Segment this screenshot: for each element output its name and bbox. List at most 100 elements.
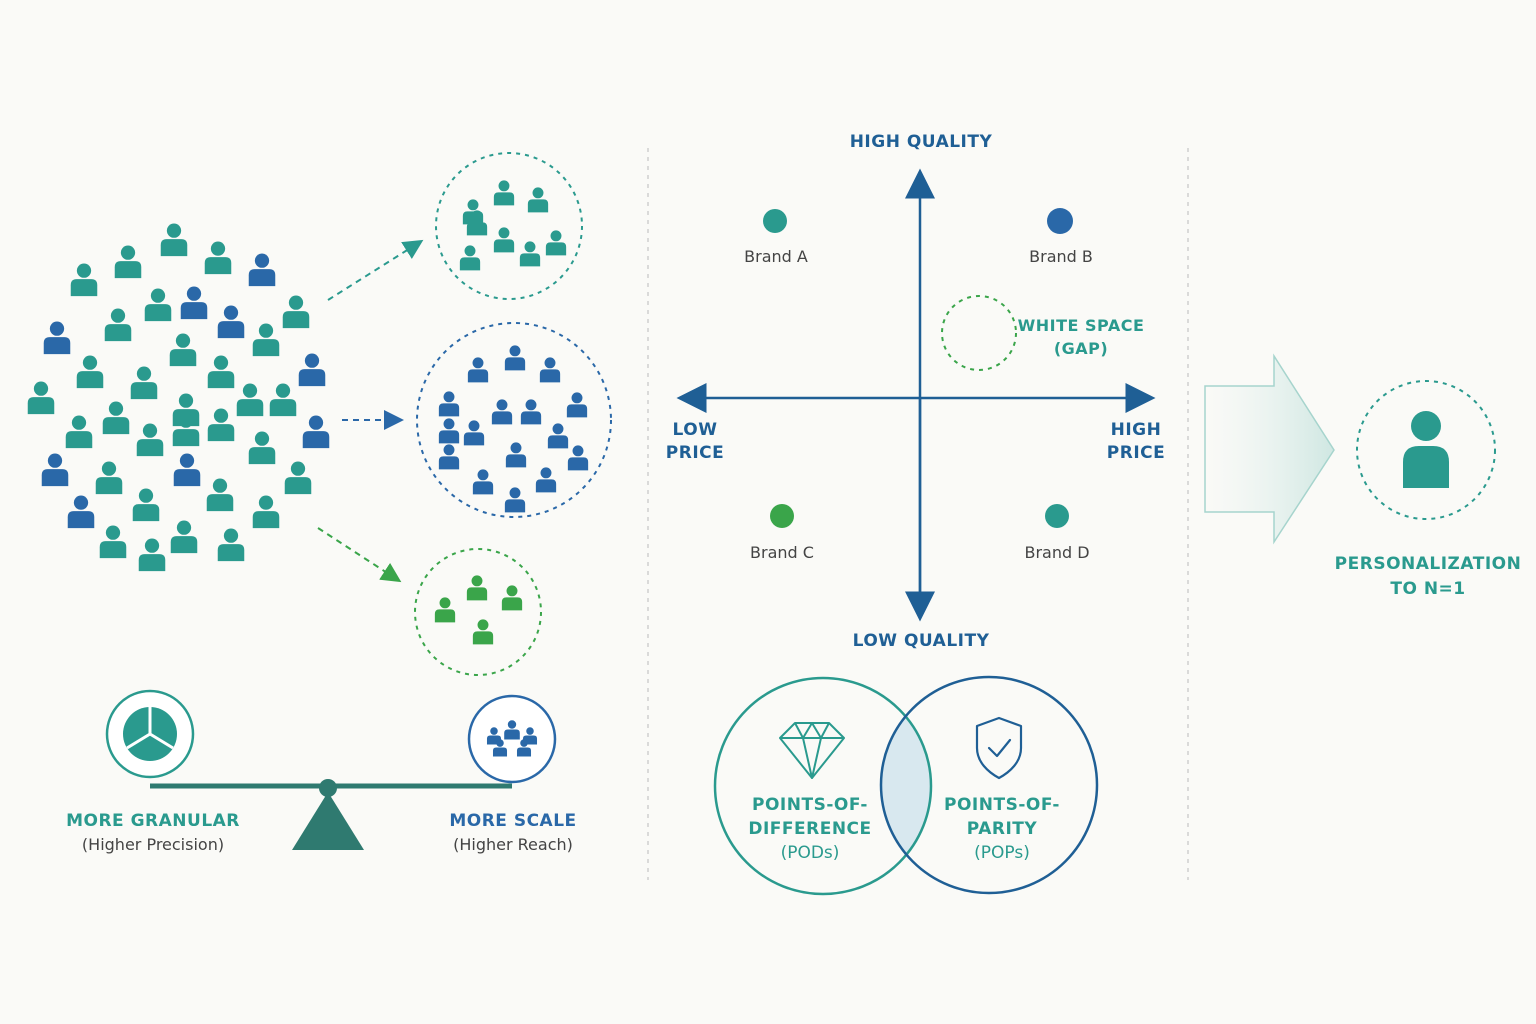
teal-person-icon bbox=[466, 210, 488, 236]
green-segment bbox=[414, 548, 542, 676]
teal-person-icon bbox=[459, 245, 481, 271]
crowd-person-icon bbox=[67, 495, 95, 529]
crowd-person-icon bbox=[298, 353, 326, 387]
venn-pods-circle bbox=[713, 676, 933, 896]
crowd-person-icon bbox=[252, 495, 280, 529]
crowd-person-icon bbox=[217, 305, 245, 339]
blue-person-icon bbox=[472, 469, 494, 495]
teal-person-icon bbox=[493, 180, 515, 206]
blue-person-icon bbox=[567, 445, 589, 471]
brand-a-label: Brand A bbox=[744, 247, 808, 266]
teal-person-icon bbox=[493, 227, 515, 253]
crowd-person-icon bbox=[248, 253, 276, 287]
axis-high-price-line1: HIGH bbox=[1111, 420, 1162, 440]
arrow-to-teal-segment bbox=[327, 239, 424, 301]
teal-person-icon bbox=[519, 241, 541, 267]
scale-fulcrum bbox=[292, 792, 364, 850]
crowd-person-icon bbox=[252, 323, 280, 357]
personalization-circle bbox=[1356, 380, 1496, 520]
crowd-person-icon bbox=[173, 453, 201, 487]
blue-person-icon bbox=[505, 442, 527, 468]
pods-line3: (PODs) bbox=[781, 843, 840, 863]
pops-line3: (POPs) bbox=[974, 843, 1030, 863]
crowd-person-icon bbox=[169, 333, 197, 367]
crowd-person-icon bbox=[207, 355, 235, 389]
white-space-label: WHITE SPACE bbox=[1018, 316, 1145, 335]
crowd-person-icon bbox=[43, 321, 71, 355]
crowd-person-icon bbox=[95, 461, 123, 495]
blue-person-icon bbox=[566, 392, 588, 418]
more-scale-subtitle: (Higher Reach) bbox=[453, 835, 573, 854]
crowd-person-icon bbox=[160, 223, 188, 257]
crowd-person-icon bbox=[282, 295, 310, 329]
crowd-person-icon bbox=[136, 423, 164, 457]
teal-person-icon bbox=[545, 230, 567, 256]
brand-d-label: Brand D bbox=[1024, 543, 1089, 562]
pops-line1: POINTS-OF- bbox=[944, 795, 1060, 815]
group-icon bbox=[467, 694, 557, 784]
blue-person-icon bbox=[491, 399, 513, 425]
person-icon bbox=[1403, 411, 1449, 488]
white-space-marker bbox=[941, 295, 1017, 371]
teal-person-icon bbox=[527, 187, 549, 213]
blue-person-icon bbox=[547, 423, 569, 449]
green-person-icon bbox=[434, 597, 456, 623]
pie-chart-icon bbox=[105, 689, 195, 779]
blue-person-icon bbox=[539, 357, 561, 383]
crowd-person-icon bbox=[114, 245, 142, 279]
crowd-person-icon bbox=[27, 381, 55, 415]
pods-line1: POINTS-OF- bbox=[752, 795, 868, 815]
group-person-icon bbox=[504, 720, 520, 740]
green-person-icon bbox=[501, 585, 523, 611]
pods-pops-venn: POINTS-OF- DIFFERENCE (PODs) POINTS-OF- … bbox=[713, 675, 1099, 896]
brand-b-dot bbox=[1047, 208, 1073, 234]
crowd-person-icon bbox=[132, 488, 160, 522]
blue-person-icon bbox=[438, 391, 460, 417]
pops-line2: PARITY bbox=[967, 819, 1038, 839]
crowd-person-icon bbox=[170, 520, 198, 554]
more-granular-title: MORE GRANULAR bbox=[66, 811, 240, 831]
crowd-person-icon bbox=[102, 401, 130, 435]
scale-pivot bbox=[319, 779, 337, 797]
crowd-person-icon bbox=[65, 415, 93, 449]
crowd-person-icon bbox=[269, 383, 297, 417]
blue-person-icon bbox=[438, 444, 460, 470]
axis-low-quality: LOW QUALITY bbox=[853, 631, 990, 651]
blue-person-icon bbox=[520, 399, 542, 425]
crowd-person-icon bbox=[130, 366, 158, 400]
crowd-person-icon bbox=[217, 528, 245, 562]
blue-person-icon bbox=[535, 467, 557, 493]
personalization-n1: PERSONALIZATION TO N=1 bbox=[1335, 380, 1521, 599]
crowd-person-icon bbox=[70, 263, 98, 297]
blue-person-icon bbox=[504, 487, 526, 513]
group-person-icon bbox=[516, 739, 532, 757]
crowd-person-icon bbox=[99, 525, 127, 559]
crowd-person-icon bbox=[204, 241, 232, 275]
arrow-to-green-segment bbox=[317, 527, 402, 583]
more-scale-title: MORE SCALE bbox=[449, 811, 576, 831]
shield-check-icon bbox=[975, 716, 1023, 780]
crowd-person-icon bbox=[144, 288, 172, 322]
brand-a-dot bbox=[763, 209, 787, 233]
brand-d-dot bbox=[1045, 504, 1069, 528]
crowd-person-icon bbox=[138, 538, 166, 572]
group-person-icon bbox=[492, 739, 508, 757]
crowd-person-icon bbox=[284, 461, 312, 495]
axis-high-price-line2: PRICE bbox=[1107, 443, 1165, 463]
green-person-icon bbox=[466, 575, 488, 601]
brand-c-dot bbox=[770, 504, 794, 528]
brand-b-label: Brand B bbox=[1029, 247, 1093, 266]
tradeoff-scale: MORE GRANULAR (Higher Precision) MORE SC… bbox=[66, 689, 576, 854]
positioning-map: HIGH QUALITY LOW QUALITY LOW PRICE HIGH … bbox=[666, 132, 1165, 651]
axis-high-quality: HIGH QUALITY bbox=[850, 132, 993, 152]
more-granular-subtitle: (Higher Precision) bbox=[82, 835, 224, 854]
customer-crowd bbox=[27, 223, 330, 572]
axis-low-price-line2: PRICE bbox=[666, 443, 724, 463]
crowd-person-icon bbox=[172, 413, 200, 447]
blue-person-icon bbox=[438, 418, 460, 444]
blue-person-icon bbox=[463, 420, 485, 446]
crowd-person-icon bbox=[302, 415, 330, 449]
brand-c-label: Brand C bbox=[750, 543, 814, 562]
